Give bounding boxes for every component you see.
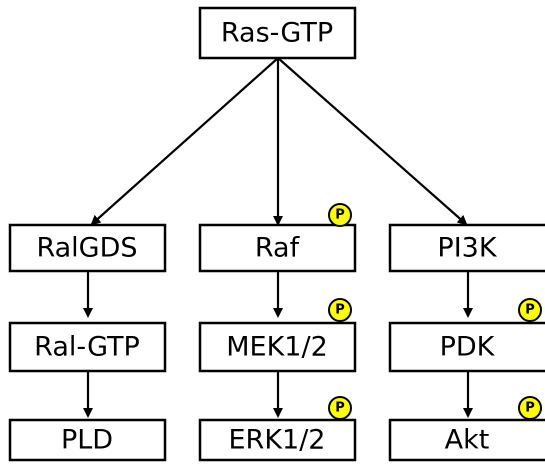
node-ral-gtp: Ral-GTP bbox=[8, 321, 167, 373]
node-pi3k: PI3K bbox=[388, 223, 545, 273]
phospho-label: P bbox=[525, 303, 535, 318]
edge-ras-to-pi3k bbox=[277, 57, 468, 226]
phospho-circle-icon bbox=[328, 396, 352, 420]
node-akt: Akt bbox=[388, 418, 545, 462]
phospho-badge-mek: P bbox=[328, 298, 352, 322]
phospho-circle-icon bbox=[518, 396, 542, 420]
phospho-label: P bbox=[335, 401, 345, 416]
phospho-circle-icon bbox=[518, 298, 542, 322]
node-ras-gtp-label: Ras-GTP bbox=[221, 18, 333, 49]
node-pdk-box bbox=[388, 321, 545, 373]
phospho-circle-icon bbox=[328, 298, 352, 322]
node-ralgds-label: RalGDS bbox=[36, 233, 137, 264]
node-raf-box bbox=[198, 223, 357, 273]
node-pi3k-label: PI3K bbox=[437, 233, 497, 264]
phospho-label: P bbox=[525, 401, 535, 416]
phospho-badge-akt: P bbox=[518, 396, 542, 420]
node-erk-box bbox=[198, 418, 357, 462]
node-pld-label: PLD bbox=[61, 425, 113, 456]
node-raf: Raf bbox=[198, 223, 357, 273]
node-mek-box bbox=[198, 321, 357, 373]
node-mek-label: MEK1/2 bbox=[226, 332, 328, 363]
node-pld-box bbox=[8, 418, 167, 462]
node-ras-gtp-box bbox=[198, 6, 357, 60]
edge-ras-to-ralgds bbox=[90, 57, 279, 226]
node-ras-gtp: Ras-GTP bbox=[198, 6, 357, 60]
phospho-badge-pdk: P bbox=[518, 298, 542, 322]
phospho-badge-raf: P bbox=[328, 203, 352, 227]
edges bbox=[83, 57, 473, 418]
phospho-badge-erk: P bbox=[328, 396, 352, 420]
phospho-label: P bbox=[335, 208, 345, 223]
phospho-circle-icon bbox=[328, 203, 352, 227]
phospho-label: P bbox=[335, 303, 345, 318]
node-pdk-label: PDK bbox=[440, 332, 496, 363]
node-erk: ERK1/2 bbox=[198, 418, 357, 462]
node-akt-label: Akt bbox=[445, 425, 490, 456]
node-pld: PLD bbox=[8, 418, 167, 462]
node-ralgds-box bbox=[8, 223, 167, 273]
node-ralgds: RalGDS bbox=[8, 223, 167, 273]
node-ral-gtp-label: Ral-GTP bbox=[34, 332, 140, 363]
node-erk-label: ERK1/2 bbox=[229, 425, 326, 456]
node-pi3k-box bbox=[388, 223, 545, 273]
node-mek: MEK1/2 bbox=[198, 321, 357, 373]
node-ral-gtp-box bbox=[8, 321, 167, 373]
node-akt-box bbox=[388, 418, 545, 462]
node-pdk: PDK bbox=[388, 321, 545, 373]
node-raf-label: Raf bbox=[255, 233, 301, 264]
